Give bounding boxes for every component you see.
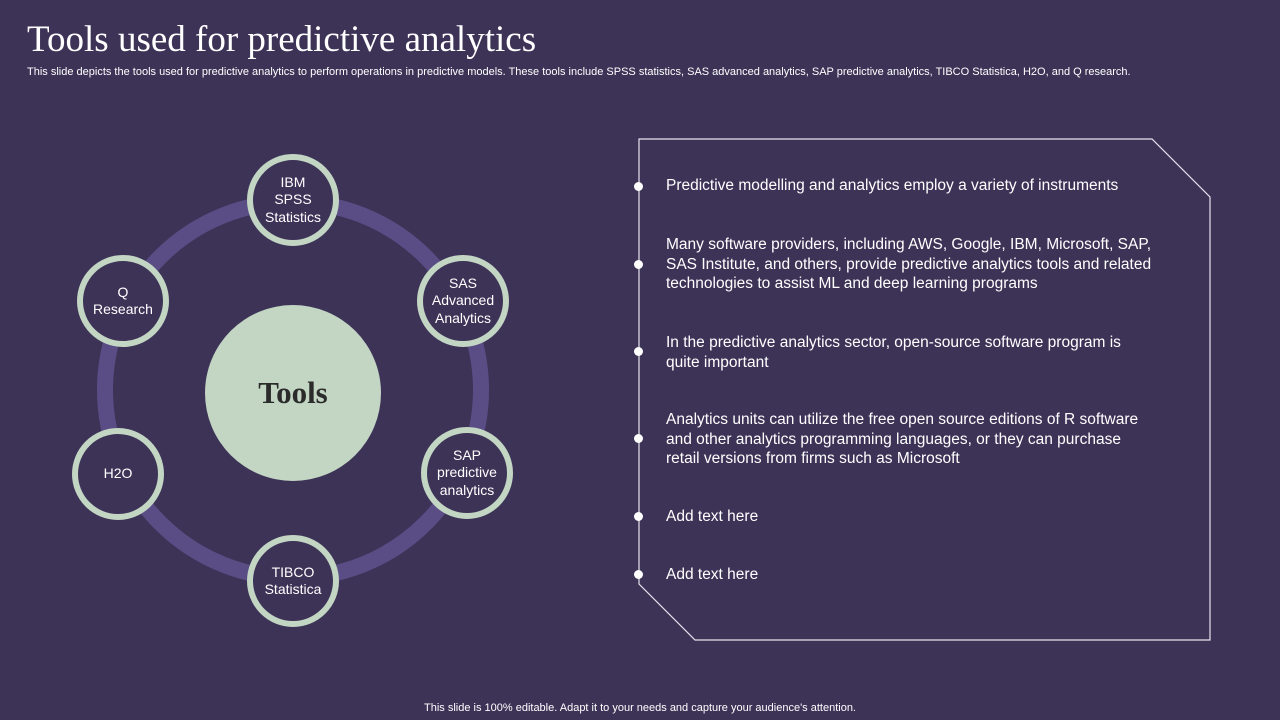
bullet-text: Many software providers, including AWS, … [666,236,1152,292]
bullet-dot [634,570,643,579]
bullet-dot [634,347,643,356]
node-sap: SAP predictive analytics [421,427,513,519]
node-tibco: TIBCO Statistica [247,535,339,627]
node-label: Q Research [93,283,153,318]
node-sas: SAS Advanced Analytics [417,255,509,347]
bullet-dot [634,512,643,521]
node-h2o: H2O [72,428,164,520]
bullet-text: Add text here [666,566,759,583]
page-subtitle: This slide depicts the tools used for pr… [27,66,1131,78]
node-label: TIBCO Statistica [264,563,322,598]
bullet-dot [634,260,643,269]
bullet-text: Predictive modelling and analytics emplo… [666,177,1119,194]
bullet-dot [634,434,643,443]
node-label: SAP predictive analytics [437,446,497,498]
page-title: Tools used for predictive analytics [27,19,537,60]
bullet-text: Add text here [666,508,759,525]
node-label: H2O [103,465,133,482]
node-label: IBM SPSS Statistics [264,173,321,225]
bullet-dot [634,182,643,191]
diagram-hub: Tools [205,305,381,481]
node-ibm-spss: IBM SPSS Statistics [247,154,339,246]
bullet-text: In the predictive analytics sector, open… [666,334,1121,371]
node-q-research: Q Research [77,255,169,347]
bullet-text: Analytics units can utilize the free ope… [666,411,1139,467]
panel-outline [638,138,1211,641]
node-label: SAS Advanced Analytics [431,274,495,326]
footer-note: This slide is 100% editable. Adapt it to… [424,702,856,714]
